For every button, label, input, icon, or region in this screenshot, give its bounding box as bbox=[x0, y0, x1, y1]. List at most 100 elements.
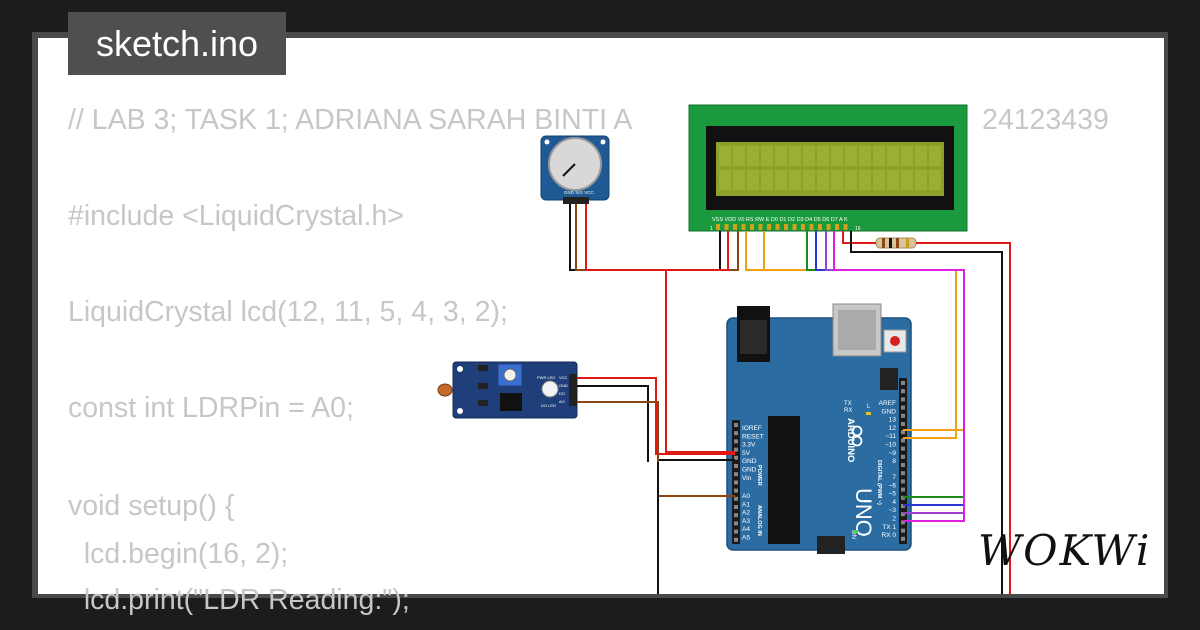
lcd-pin bbox=[775, 224, 780, 230]
lcd-pin bbox=[784, 224, 788, 230]
lcd-pin bbox=[818, 224, 822, 230]
pin-label: TX 1 bbox=[882, 524, 896, 531]
lcd-cell bbox=[719, 146, 731, 166]
lcd-cell bbox=[747, 146, 759, 166]
pin-label: ~3 bbox=[889, 507, 897, 514]
lcd-cell bbox=[817, 146, 829, 166]
potentiometer-pin-header bbox=[563, 197, 589, 204]
wire-ldr-ao bbox=[577, 401, 735, 497]
pin-hole bbox=[734, 447, 738, 452]
pin-hole bbox=[734, 455, 738, 460]
pin-hole bbox=[734, 513, 738, 518]
ldr-pin-label: VCC bbox=[559, 375, 568, 380]
wokwi-logo: WOKWi bbox=[978, 526, 1152, 575]
lcd-pin bbox=[801, 224, 805, 230]
potentiometer[interactable]: GND SIG VCC bbox=[540, 135, 610, 204]
pin-hole bbox=[734, 480, 738, 485]
pin-label: 5V bbox=[742, 450, 751, 457]
pin-hole bbox=[901, 430, 905, 435]
photoresistor[interactable] bbox=[437, 383, 453, 397]
pin-label: GND bbox=[742, 458, 757, 465]
pin-label: 13 bbox=[889, 417, 897, 424]
reset-button-cap[interactable] bbox=[890, 336, 900, 346]
pin-label: ~10 bbox=[885, 442, 896, 449]
pin-label: 8 bbox=[892, 458, 896, 465]
mount-hole-icon bbox=[457, 366, 463, 372]
pin-hole bbox=[734, 496, 738, 501]
l-led-label: L bbox=[867, 404, 871, 410]
lcd-pin bbox=[843, 224, 848, 230]
pin-hole bbox=[901, 446, 905, 451]
ldr-pin-label: DO bbox=[559, 391, 565, 396]
code-line: 24123439 bbox=[982, 104, 1109, 136]
lcd-cell bbox=[775, 146, 787, 166]
file-name-tab[interactable]: sketch.ino bbox=[68, 12, 286, 75]
tx-label: TX bbox=[844, 401, 852, 407]
lcd-pin bbox=[767, 224, 771, 230]
lcd-cell bbox=[719, 170, 731, 190]
wire-lcd-d7 bbox=[833, 231, 965, 522]
pin-hole bbox=[901, 438, 905, 443]
lcd-cell bbox=[873, 170, 885, 190]
simulation-canvas[interactable] bbox=[38, 38, 1164, 594]
rx-label: RX bbox=[844, 408, 852, 414]
pin-hole bbox=[901, 528, 905, 533]
atmega-chip bbox=[768, 416, 800, 544]
wire-ldr-vcc bbox=[577, 377, 735, 455]
lcd-cell bbox=[845, 170, 857, 190]
lcd-cell bbox=[761, 146, 773, 166]
pin-hole bbox=[901, 512, 905, 517]
pin-hole bbox=[901, 487, 905, 492]
arduino-uno[interactable]: IOREFRESET3.3V5VGNDGNDVinA0A1A2A3A4A5ARE… bbox=[726, 303, 912, 554]
wire-ldr-gnd bbox=[577, 385, 649, 462]
lcd-cell bbox=[887, 146, 899, 166]
arduino-brand: ARDUINO bbox=[845, 418, 856, 462]
pin-label: Vin bbox=[742, 475, 752, 482]
mount-hole-icon bbox=[600, 139, 606, 145]
lcd-cell bbox=[733, 170, 745, 190]
pin-label: RESET bbox=[742, 433, 764, 440]
pin-hole bbox=[734, 464, 738, 468]
lcd-cell bbox=[915, 146, 927, 166]
pin-label: AREF bbox=[879, 400, 896, 407]
arduino-model: UNO bbox=[851, 488, 876, 537]
lcd-cell bbox=[859, 146, 871, 166]
wire-5v-bus bbox=[665, 270, 735, 453]
pin-label: ~9 bbox=[889, 450, 897, 457]
ldr-pin-label: GND bbox=[559, 383, 568, 388]
pin-label: ~5 bbox=[889, 491, 897, 498]
pin-hole bbox=[901, 520, 905, 525]
pin-hole bbox=[734, 521, 738, 526]
icsp-header bbox=[880, 368, 898, 390]
lcd-display[interactable]: VSS VDD V0 RS RW E D0 D1 D2 D3 D4 D5 D6 … bbox=[688, 104, 968, 232]
lcd-cell bbox=[929, 170, 941, 190]
pin-label: GND bbox=[882, 408, 897, 415]
wire-lcd-k bbox=[850, 231, 1003, 594]
pin-hole bbox=[901, 454, 905, 459]
wire-lcd-a bbox=[842, 231, 876, 244]
pin-hole bbox=[734, 488, 738, 493]
pin-label: A2 bbox=[742, 510, 750, 517]
pin-label: A4 bbox=[742, 526, 750, 533]
wiring bbox=[569, 204, 1011, 594]
pin-hole bbox=[734, 431, 738, 436]
lcd-pin bbox=[733, 224, 737, 230]
pin-label: 3.3V bbox=[742, 442, 756, 449]
on-label: ON bbox=[850, 530, 856, 539]
pin-hole bbox=[734, 439, 738, 444]
lcd-pin bbox=[758, 224, 763, 230]
pin-label: ~6 bbox=[889, 482, 897, 489]
pin-hole bbox=[901, 381, 905, 385]
lcd-pin bbox=[724, 224, 729, 230]
pin-hole bbox=[734, 537, 738, 542]
pin-hole bbox=[901, 479, 905, 484]
code-line: // LAB 3; TASK 1; ADRIANA SARAH BINTI A bbox=[68, 104, 633, 136]
lcd-cell bbox=[747, 170, 759, 190]
potentiometer-pin-labels: GND SIG VCC bbox=[564, 190, 595, 195]
lcd-pin-last: 16 bbox=[855, 226, 861, 232]
lcd-pin bbox=[826, 224, 831, 230]
ldr-module[interactable]: PWR LED DO LED VCC GND DO AO bbox=[437, 361, 578, 419]
pin-hole bbox=[901, 471, 905, 476]
lcd-cell bbox=[803, 170, 815, 190]
lcd-cell bbox=[887, 170, 899, 190]
